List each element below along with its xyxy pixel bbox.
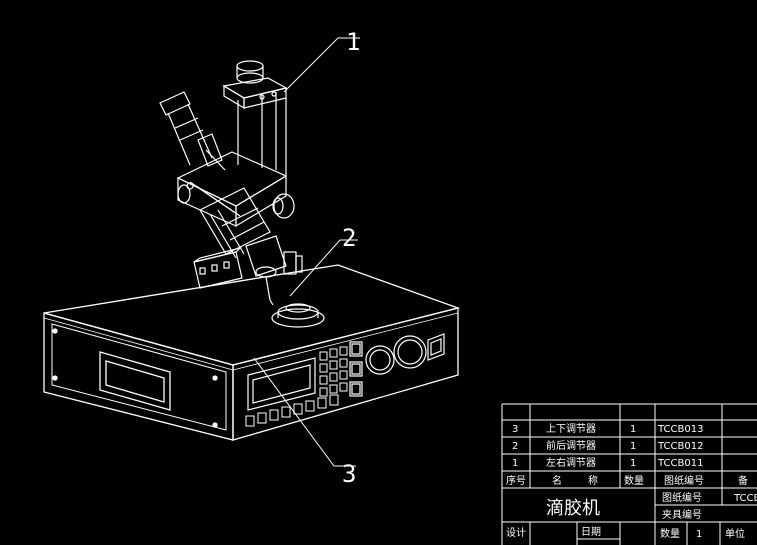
adjustment-carriage <box>176 151 303 306</box>
design-label: 设计 <box>506 526 526 539</box>
work-platform <box>271 303 325 328</box>
part-1-no: 1 <box>512 458 518 469</box>
part-1-name: 左右调节器 <box>546 456 596 469</box>
unit-label: 单位 <box>725 527 745 540</box>
vertical-column <box>222 60 288 175</box>
callout-2: 2 <box>342 224 356 252</box>
title-block: 3 上下调节器 1 TCCB013 2 前后调节器 1 TCCB012 1 左右… <box>501 403 757 545</box>
part-1-qty: 1 <box>630 458 636 469</box>
callout-3: 3 <box>342 460 356 488</box>
part-2-name: 前后调节器 <box>546 439 596 452</box>
quantity-label: 数量 <box>660 527 680 540</box>
part-1-drawing-no: TCCB011 <box>657 458 703 469</box>
part-2-drawing-no: TCCB012 <box>657 441 703 452</box>
header-remark: 备 <box>738 474 748 487</box>
part-2-no: 2 <box>512 441 518 452</box>
header-name-1: 名 <box>552 474 562 487</box>
product-name: 滴胶机 <box>546 498 600 519</box>
part-3-drawing-no: TCCB013 <box>657 424 703 435</box>
quantity-value: 1 <box>696 529 702 540</box>
bottom-buttons <box>245 394 339 427</box>
part-3-name: 上下调节器 <box>546 423 596 435</box>
part-3-qty: 1 <box>630 424 636 435</box>
part-3-no: 3 <box>512 424 518 435</box>
control-panel <box>245 333 445 427</box>
part-2-qty: 1 <box>630 441 636 452</box>
header-qty: 数量 <box>624 474 644 487</box>
machine-base <box>43 264 461 441</box>
leader-lines <box>253 37 360 467</box>
drawing-no-label: 图纸编号 <box>662 491 702 504</box>
date-label: 日期 <box>581 526 601 538</box>
callout-1: 1 <box>346 28 360 56</box>
header-name-2: 称 <box>588 474 598 487</box>
fixture-no-label: 夹具编号 <box>662 508 702 521</box>
header-drawing-no: 图纸编号 <box>664 474 704 487</box>
microscope-tube <box>159 91 226 171</box>
keypad <box>319 346 348 397</box>
base-display-window <box>52 328 218 428</box>
header-no: 序号 <box>506 474 526 487</box>
drawing-no-value: TCCB <box>733 493 757 504</box>
